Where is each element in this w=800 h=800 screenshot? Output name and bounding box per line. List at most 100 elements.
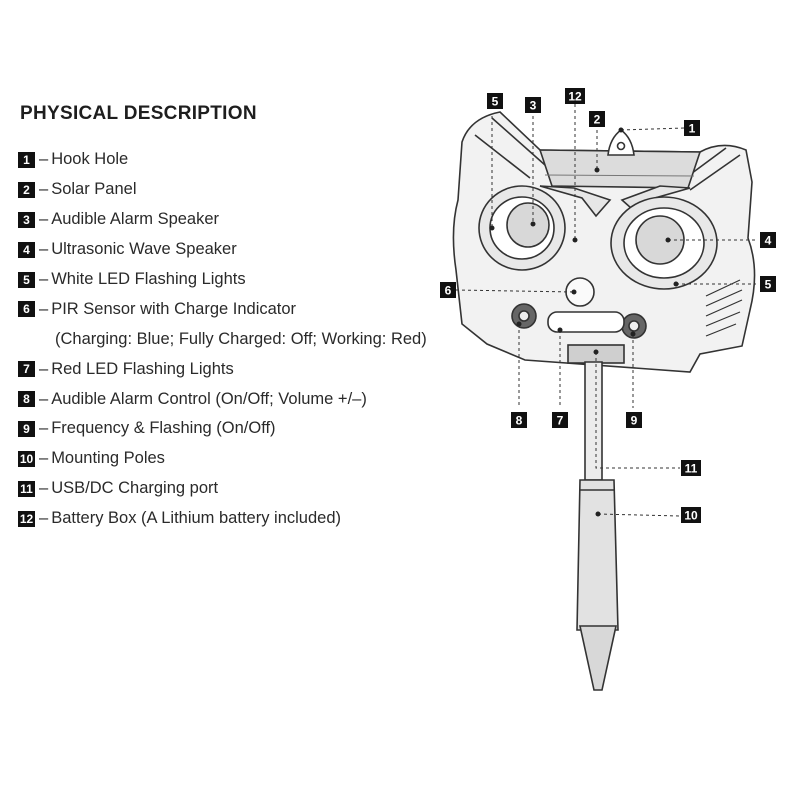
part-label: Ultrasonic Wave Speaker <box>51 240 237 259</box>
callout-6: 6 <box>440 282 456 298</box>
leader-dot-4 <box>665 237 671 243</box>
leader-dots <box>489 127 679 517</box>
part-label: Red LED Flashing Lights <box>51 359 234 378</box>
part-number-badge: 12 <box>18 510 35 527</box>
svg-text:5: 5 <box>765 278 772 292</box>
separator-dash: – <box>39 509 49 528</box>
leader-dot-8 <box>516 321 522 327</box>
owl-device-illustration <box>452 111 756 691</box>
svg-text:5: 5 <box>492 95 499 109</box>
svg-text:7: 7 <box>557 414 564 428</box>
separator-dash: – <box>39 479 49 498</box>
part-note: (Charging: Blue; Fully Charged: Off; Wor… <box>55 329 427 348</box>
svg-text:3: 3 <box>530 99 537 113</box>
part-item-pir-sensor: 6 – PIR Sensor with Charge Indicator <box>18 294 427 324</box>
svg-text:4: 4 <box>765 234 772 248</box>
part-label: PIR Sensor with Charge Indicator <box>51 299 297 318</box>
leader-dot-5a <box>489 225 495 231</box>
leader-dot-1 <box>618 127 624 133</box>
svg-text:11: 11 <box>685 462 698 476</box>
leader-line-1 <box>620 127 685 131</box>
svg-text:12: 12 <box>568 90 582 104</box>
part-number-badge: 8 <box>18 391 35 408</box>
right-speaker <box>635 215 685 265</box>
callout-10: 10 <box>681 507 701 523</box>
part-item-mounting-poles: 10 – Mounting Poles <box>18 444 427 474</box>
leader-dot-7 <box>557 327 563 333</box>
leader-line-10 <box>597 513 681 517</box>
part-number-badge: 3 <box>18 211 35 228</box>
alarm-control-knob-center <box>518 310 530 322</box>
part-item-battery-box: 12 – Battery Box (A Lithium battery incl… <box>18 504 427 534</box>
svg-text:6: 6 <box>445 284 452 298</box>
part-label: USB/DC Charging port <box>51 479 219 498</box>
left-speaker <box>506 202 550 248</box>
parts-list: 1 – Hook Hole 2 – Solar Panel 3 – Audibl… <box>18 145 427 534</box>
leader-dot-3 <box>530 221 536 227</box>
solar-panel-divider <box>544 174 695 177</box>
part-number-badge: 11 <box>18 480 35 497</box>
separator-dash: – <box>39 299 49 318</box>
svg-text:10: 10 <box>684 509 698 523</box>
part-number-badge: 7 <box>18 361 35 378</box>
separator-dash: – <box>39 449 49 468</box>
svg-text:1: 1 <box>689 122 696 136</box>
leader-dot-2 <box>594 167 600 173</box>
separator-dash: – <box>39 359 49 378</box>
leader-dot-11 <box>593 349 599 355</box>
frequency-knob-center <box>628 320 640 332</box>
callout-12: 12 <box>565 88 585 104</box>
svg-text:9: 9 <box>631 414 638 428</box>
hook-hole-opening <box>616 141 626 151</box>
callout-9: 9 <box>626 412 642 428</box>
separator-dash: – <box>39 210 49 229</box>
part-number-badge: 2 <box>18 181 35 198</box>
part-label: Frequency & Flashing (On/Off) <box>51 419 276 438</box>
separator-dash: – <box>39 150 49 169</box>
svg-text:2: 2 <box>594 113 601 127</box>
part-item-solar-panel: 2 – Solar Panel <box>18 175 427 205</box>
part-item-ultrasonic-speaker: 4 – Ultrasonic Wave Speaker <box>18 235 427 265</box>
separator-dash: – <box>39 419 49 438</box>
callout-2: 2 <box>589 111 605 127</box>
leader-line-6 <box>455 289 575 293</box>
mounting-pole-lower <box>576 479 619 631</box>
separator-dash: – <box>39 389 49 408</box>
callout-11: 11 <box>681 460 701 476</box>
callout-badges: 1 2 3 4 5 5 6 7 8 9 10 11 12 <box>440 88 776 523</box>
part-item-red-led: 7 – Red LED Flashing Lights <box>18 354 427 384</box>
callout-7: 7 <box>552 412 568 428</box>
part-item-frequency-flashing: 9 – Frequency & Flashing (On/Off) <box>18 414 427 444</box>
callout-5-top: 5 <box>487 93 503 109</box>
red-led-strip <box>547 311 625 333</box>
part-label: Battery Box (A Lithium battery included) <box>51 509 341 528</box>
separator-dash: – <box>39 270 49 288</box>
leader-dot-6 <box>571 289 577 295</box>
part-label: Hook Hole <box>51 150 129 169</box>
part-label: Solar Panel <box>51 180 137 199</box>
callout-3: 3 <box>525 97 541 113</box>
leader-dot-9 <box>630 331 636 337</box>
part-number-badge: 10 <box>18 450 35 467</box>
part-item-charging-port: 11 – USB/DC Charging port <box>18 474 427 504</box>
callout-8: 8 <box>511 412 527 428</box>
separator-dash: – <box>39 240 49 259</box>
leader-line-11 <box>595 352 680 469</box>
part-number-badge: 1 <box>18 151 35 168</box>
part-item-audible-alarm-speaker: 3 – Audible Alarm Speaker <box>18 205 427 235</box>
right-vents <box>705 279 743 337</box>
part-label: Audible Alarm Speaker <box>51 210 220 229</box>
leader-dot-12 <box>572 237 578 243</box>
separator-dash: – <box>39 180 49 199</box>
callout-4: 4 <box>760 232 776 248</box>
mounting-pole-upper <box>584 361 603 481</box>
leader-dot-10 <box>595 511 601 517</box>
part-number-badge: 6 <box>18 301 35 318</box>
leader-lines <box>455 104 758 517</box>
callout-5-right: 5 <box>760 276 776 292</box>
pole-spike <box>579 625 617 691</box>
page-title: PHYSICAL DESCRIPTION <box>20 103 257 124</box>
part-item-hook-hole: 1 – Hook Hole <box>18 145 427 175</box>
part-label: Mounting Poles <box>51 449 165 468</box>
